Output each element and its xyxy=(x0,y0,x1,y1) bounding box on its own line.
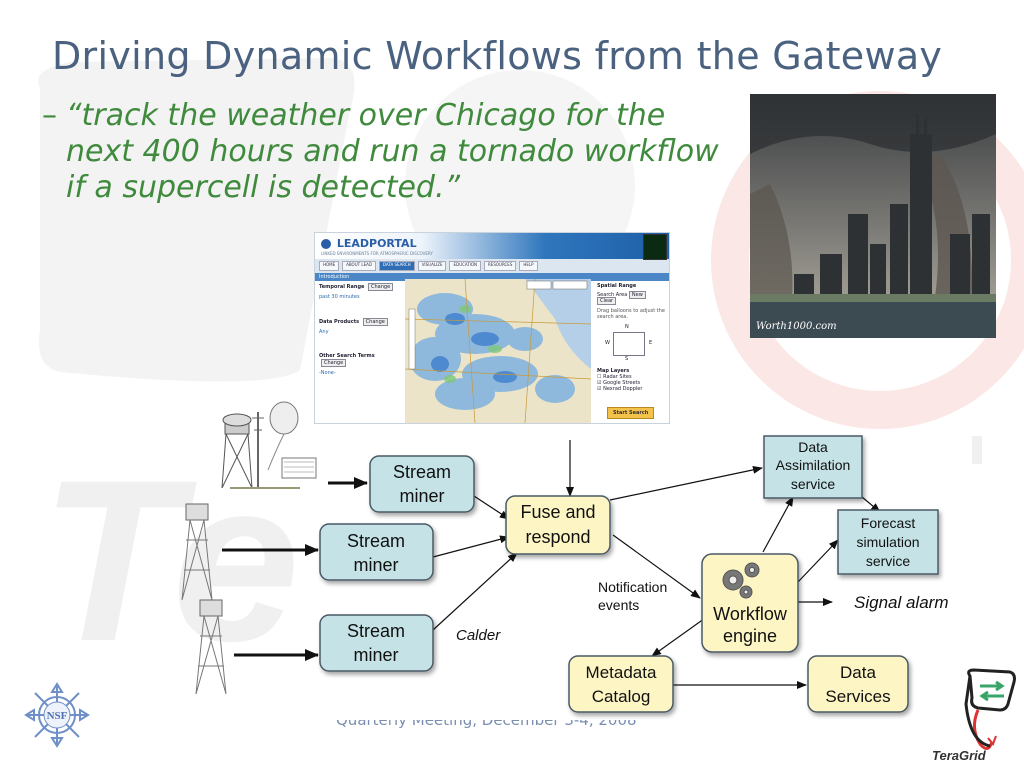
photo-credit: Worth1000.com xyxy=(756,321,837,332)
notification-label-line-2: events xyxy=(598,597,639,613)
change-terms-button[interactable]: Change xyxy=(321,359,347,367)
assim-line-3: service xyxy=(791,476,836,492)
stream-miner-1-line-1: Stream xyxy=(393,462,451,482)
stream-miner-3-line-1: Stream xyxy=(347,621,405,641)
forecast-line-3: service xyxy=(866,553,911,569)
stream-miner-2-line-1: Stream xyxy=(347,531,405,551)
nav-about-lead[interactable]: ABOUT LEAD xyxy=(342,261,376,271)
stream-miner-2-line-2: miner xyxy=(353,555,398,575)
portal-search-terms: Temporal Range Change past 30 minutes Da… xyxy=(315,279,403,423)
stream-miner-node-3: Stream miner xyxy=(319,614,434,672)
quote-text: – “track the weather over Chicago for th… xyxy=(42,98,742,206)
start-search-button[interactable]: Start Search xyxy=(607,407,655,419)
quote-line-2: next 400 hours and run a tornado workflo… xyxy=(66,134,719,169)
nav-visualize[interactable]: VISUALIZE xyxy=(417,261,447,271)
fuse-respond-node: Fuse and respond xyxy=(505,495,611,555)
gears-icon xyxy=(722,562,760,599)
teragrid-label: TeraGrid xyxy=(932,748,986,763)
portal-logo: LEADPORTAL LINKED ENVIRONMENTS FOR ATMOS… xyxy=(321,237,433,256)
radio-tower-icon-2 xyxy=(195,599,227,695)
fuse-line-1: Fuse and xyxy=(520,502,595,522)
nsf-logo: NSF xyxy=(24,682,90,748)
new-area-button[interactable]: New xyxy=(628,291,646,299)
metadata-catalog-node: Metadata Catalog xyxy=(568,655,674,713)
other-terms-value: -None- xyxy=(319,370,336,376)
signal-alarm-label: Signal alarm xyxy=(854,593,949,612)
change-products-button[interactable]: Change xyxy=(362,318,388,326)
svg-text:Te: Te xyxy=(40,432,300,689)
quote-line-3: if a supercell is detected.” xyxy=(66,170,461,205)
data-products-value: Any xyxy=(319,329,329,335)
temporal-range-label: Temporal Range xyxy=(319,284,365,290)
temporal-range-value: past 30 minutes xyxy=(319,294,360,300)
change-temporal-button[interactable]: Change xyxy=(368,283,394,291)
metadata-line-2: Catalog xyxy=(592,687,651,706)
nav-home[interactable]: HOME xyxy=(319,261,340,271)
calder-label: Calder xyxy=(456,627,501,644)
data-services-line-2: Services xyxy=(825,687,890,706)
drag-hint: Drag balloons to adjust the search area. xyxy=(597,308,665,320)
metadata-line-1: Metadata xyxy=(586,663,657,682)
quote-dash: – xyxy=(42,98,57,133)
weather-station-icon xyxy=(221,401,317,489)
spatial-range-label: Spatial Range xyxy=(597,283,637,289)
radio-tower-icon-1 xyxy=(181,503,213,601)
forecast-line-2: simulation xyxy=(856,534,919,550)
portal-spatial-panel: Spatial Range Search Area New Clear Drag… xyxy=(593,279,669,423)
assim-line-1: Data xyxy=(798,439,828,455)
map-layers-label: Map Layers xyxy=(597,368,630,374)
layer-nexrad[interactable]: ☑ Nexrad Doppler xyxy=(597,386,643,392)
data-services-line-1: Data xyxy=(840,663,876,682)
workflow-line-1: Workflow xyxy=(713,604,788,624)
layer-radar-sites[interactable]: ☐ Radar Sites xyxy=(597,374,632,380)
nav-help[interactable]: HELP xyxy=(519,261,538,271)
layer-google-streets[interactable]: ☑ Google Streets xyxy=(597,380,641,386)
nav-data-search[interactable]: DATA SEARCH xyxy=(378,261,415,271)
nav-resources[interactable]: RESOURCES xyxy=(484,261,517,271)
data-products-label: Data Products xyxy=(319,319,360,325)
forecast-line-1: Forecast xyxy=(861,515,916,531)
stream-miner-3-line-2: miner xyxy=(353,645,398,665)
radar-map[interactable] xyxy=(405,279,591,423)
portal-intro-bar: Introduction xyxy=(315,273,669,281)
other-terms-label: Other Search Terms xyxy=(319,353,375,359)
footer-text: Quarterly Meeting, December 3-4, 2008 xyxy=(336,711,637,729)
compass-widget[interactable]: N W E S xyxy=(605,324,653,362)
slide-title: Driving Dynamic Workflows from the Gatew… xyxy=(52,34,943,78)
stream-miner-1-line-2: miner xyxy=(399,486,444,506)
clear-area-button[interactable]: Clear xyxy=(597,297,617,305)
teragrid-logo xyxy=(964,668,1016,750)
stream-miner-node-2: Stream miner xyxy=(319,523,434,581)
lead-portal-screenshot: LEADPORTAL LINKED ENVIRONMENTS FOR ATMOS… xyxy=(314,232,670,424)
fuse-line-2: respond xyxy=(525,527,590,547)
search-area-label: Search Area xyxy=(597,292,628,298)
forecast-simulation-node: Forecast simulation service xyxy=(837,509,939,575)
radar-thumb xyxy=(643,234,667,260)
quote-line-1: “track the weather over Chicago for the xyxy=(66,98,666,133)
notification-label-line-1: Notification xyxy=(598,579,667,595)
stream-miner-node-1: Stream miner xyxy=(369,455,475,513)
data-services-node: Data Services xyxy=(807,655,909,713)
portal-nav: HOME ABOUT LEAD DATA SEARCH VISUALIZE ED… xyxy=(315,259,669,273)
nav-education[interactable]: EDUCATION xyxy=(449,261,482,271)
data-assimilation-node: Data Assimilation service xyxy=(763,435,863,499)
portal-header: LEADPORTAL LINKED ENVIRONMENTS FOR ATMOS… xyxy=(315,233,669,260)
workflow-engine-node: Workflow engine xyxy=(701,553,799,653)
svg-text:NSF: NSF xyxy=(47,710,68,722)
assim-line-2: Assimilation xyxy=(776,457,851,473)
workflow-line-2: engine xyxy=(723,626,777,646)
chicago-tornado-photo: Worth1000.com xyxy=(750,94,996,338)
